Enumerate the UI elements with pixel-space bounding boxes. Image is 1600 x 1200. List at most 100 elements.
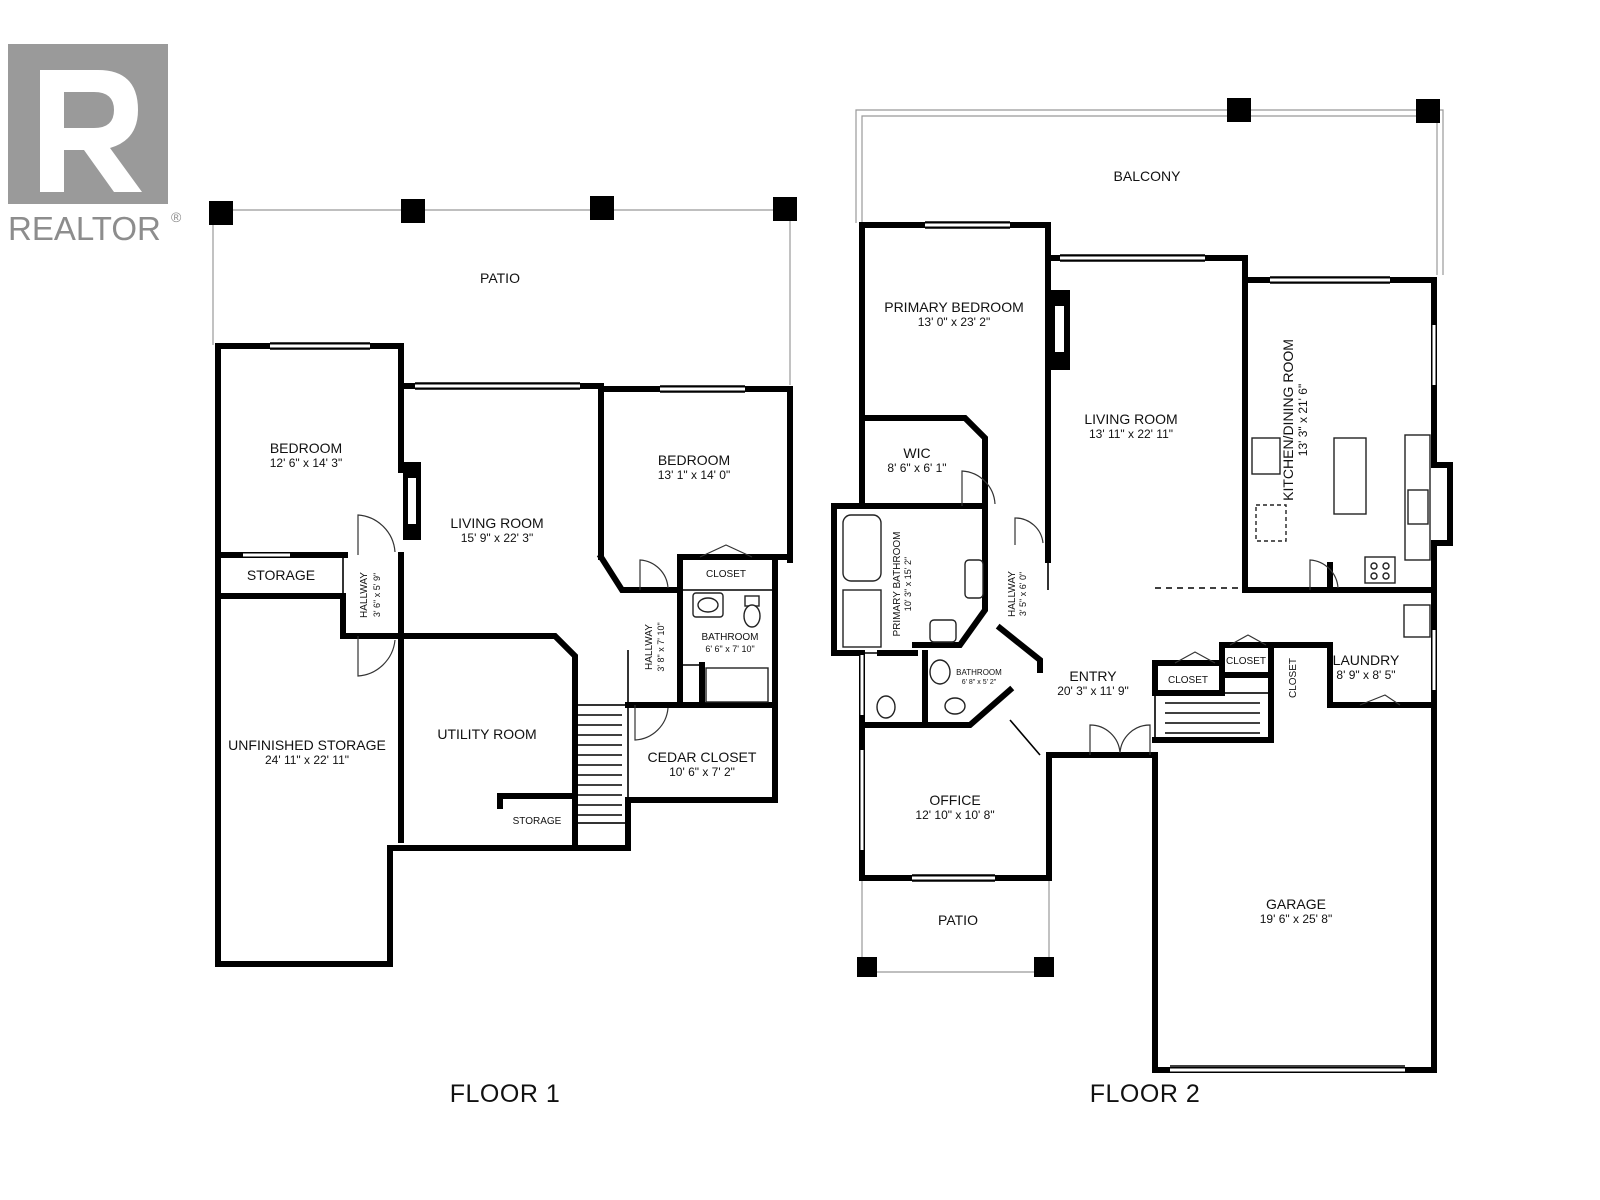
patio-outline [209,196,797,385]
laundry-sink-icon [1403,604,1431,638]
room-name-storage: STORAGE [513,816,562,827]
sink-icon [929,619,957,643]
room-name-storage: STORAGE [247,567,315,583]
room-name-utility-room: UTILITY ROOM [437,726,536,742]
primary-bathroom-fixtures [842,514,984,719]
room-name-primary-bathroom: PRIMARY BATHROOM [892,531,903,636]
shower-icon [842,589,882,648]
room-name-patio: PATIO [480,270,520,286]
closet-outline [1219,642,1274,678]
closet-door-icon [1174,651,1216,664]
room-name-closet: CLOSET [706,569,746,580]
room-name-unfinished-storage: UNFINISHED STORAGE [228,737,386,753]
room-name-entry: ENTRY [1069,668,1117,684]
room-name-bedroom: BEDROOM [658,452,730,468]
door-swing-icon [961,470,996,506]
room-name-closet: CLOSET [1226,656,1266,667]
room-dimensions: 13' 1" x 14' 0" [658,468,730,482]
door-swing-icon [357,636,396,677]
patio-post [773,197,797,221]
balcony-post [1416,99,1440,123]
door-swing-icon [357,514,396,555]
room-dimensions: 8' 9" x 8' 5" [1336,668,1395,682]
patio-post [590,196,614,220]
room-name-bedroom: BEDROOM [270,440,342,456]
room-name-patio: PATIO [938,912,978,928]
room-dimensions: 10' 3" x 15' 2" [903,557,913,611]
floor-1-doors [357,514,753,741]
toilet-bowl-icon [743,604,761,628]
toilet-icon [876,695,896,719]
door-swing-icon [634,705,669,741]
kitchen-fixtures [1251,434,1431,584]
floor-2-windows [860,221,1436,1072]
room-dimensions: 13' 3" x 21' 6" [1296,384,1310,456]
floor-2-plan: BALCONY PRIMARY BEDROOM 13' 0" x 23' 2" … [831,98,1453,1108]
realtor-logo: REALTOR ® [8,44,182,247]
floor-2-label: FLOOR 2 [1090,1080,1200,1108]
room-name-kitchen-dining-room: KITCHEN/DINING ROOM [1280,339,1296,501]
room-name-cedar-closet: CEDAR CLOSET [648,749,757,765]
door-swing-icon [1359,694,1401,706]
realtor-r-icon [40,70,142,192]
sink-basin-icon [697,597,719,613]
room-name-laundry: LAUNDRY [1333,652,1400,668]
door-swing-icon [1014,517,1044,545]
entry-door-icon [1089,724,1121,755]
dining-table-icon [1255,504,1287,542]
room-name-wic: WIC [903,445,930,461]
room-dimensions: 15' 9" x 22' 3" [461,531,533,545]
floor-1-bathroom-fixtures [692,592,769,703]
patio-post [401,199,425,223]
balcony-post [1227,98,1251,122]
fireplace-insert-icon [1055,306,1064,352]
room-dimensions: 13' 0" x 23' 2" [918,315,990,329]
kitchen-sink-icon [1407,489,1429,525]
room-dimensions: 12' 6" x 14' 3" [270,456,342,470]
stove-icon [1364,556,1396,584]
room-dimensions: 24' 11" x 22' 11" [265,753,349,767]
sink-icon [929,659,951,685]
room-name-closet: CLOSET [1288,658,1299,698]
realtor-logo-registered-mark: ® [171,209,182,225]
room-name-living-room: LIVING ROOM [1084,411,1177,427]
room-name-balcony: BALCONY [1114,168,1182,184]
room-dimensions: 12' 10" x 10' 8" [915,808,994,822]
room-dimensions: 3' 5" x 6' 0" [1018,572,1028,616]
room-name-bathroom: BATHROOM [701,632,758,643]
closet-door-icon [699,544,753,558]
door-swing-icon [1309,559,1339,590]
floor-1-exterior-walls [215,343,793,967]
room-dimensions: 19' 6" x 25' 8" [1260,912,1332,926]
floor-2-doors [961,470,1401,755]
floor-1-label: FLOOR 1 [450,1080,560,1108]
room-dimensions: 13' 11" x 22' 11" [1089,427,1173,441]
room-dimensions: 20' 3" x 11' 9" [1057,684,1129,698]
kitchen-island-icon [1333,437,1367,515]
room-name-bathroom: BATHROOM [956,668,1002,677]
shower-icon [705,667,769,703]
room-dimensions: 6' 6" x 7' 10" [705,644,754,654]
floor-1-stairs-icon [574,704,629,824]
floor-2-exterior-walls [831,222,1453,1073]
room-name-garage: GARAGE [1266,896,1326,912]
room-dimensions: 3' 8" x 7' 10" [656,622,666,671]
fireplace-insert-icon [408,478,416,524]
room-name-living-room: LIVING ROOM [450,515,543,531]
patio-post [209,201,233,225]
bathroom-fixtures [929,659,966,715]
sink-icon [964,559,984,599]
patio-post [1034,957,1054,977]
room-name-office: OFFICE [929,792,980,808]
room-dimensions: 10' 6" x 7' 2" [669,765,735,779]
room-dimensions: 8' 6" x 6' 1" [887,461,946,475]
room-dimensions: 3' 6" x 5' 9" [372,573,382,617]
entry-door-icon [1119,724,1151,755]
balcony-outline [855,98,1444,275]
room-name-primary-bedroom: PRIMARY BEDROOM [884,299,1024,315]
room-dimensions: 6' 8" x 5' 2" [962,679,997,686]
floor-1-plan: PATIO BEDROOM 12' 6" x 14' 3" LIVING ROO… [209,196,797,1108]
front-patio-outline [857,878,1054,977]
counter-icon [1251,437,1281,475]
